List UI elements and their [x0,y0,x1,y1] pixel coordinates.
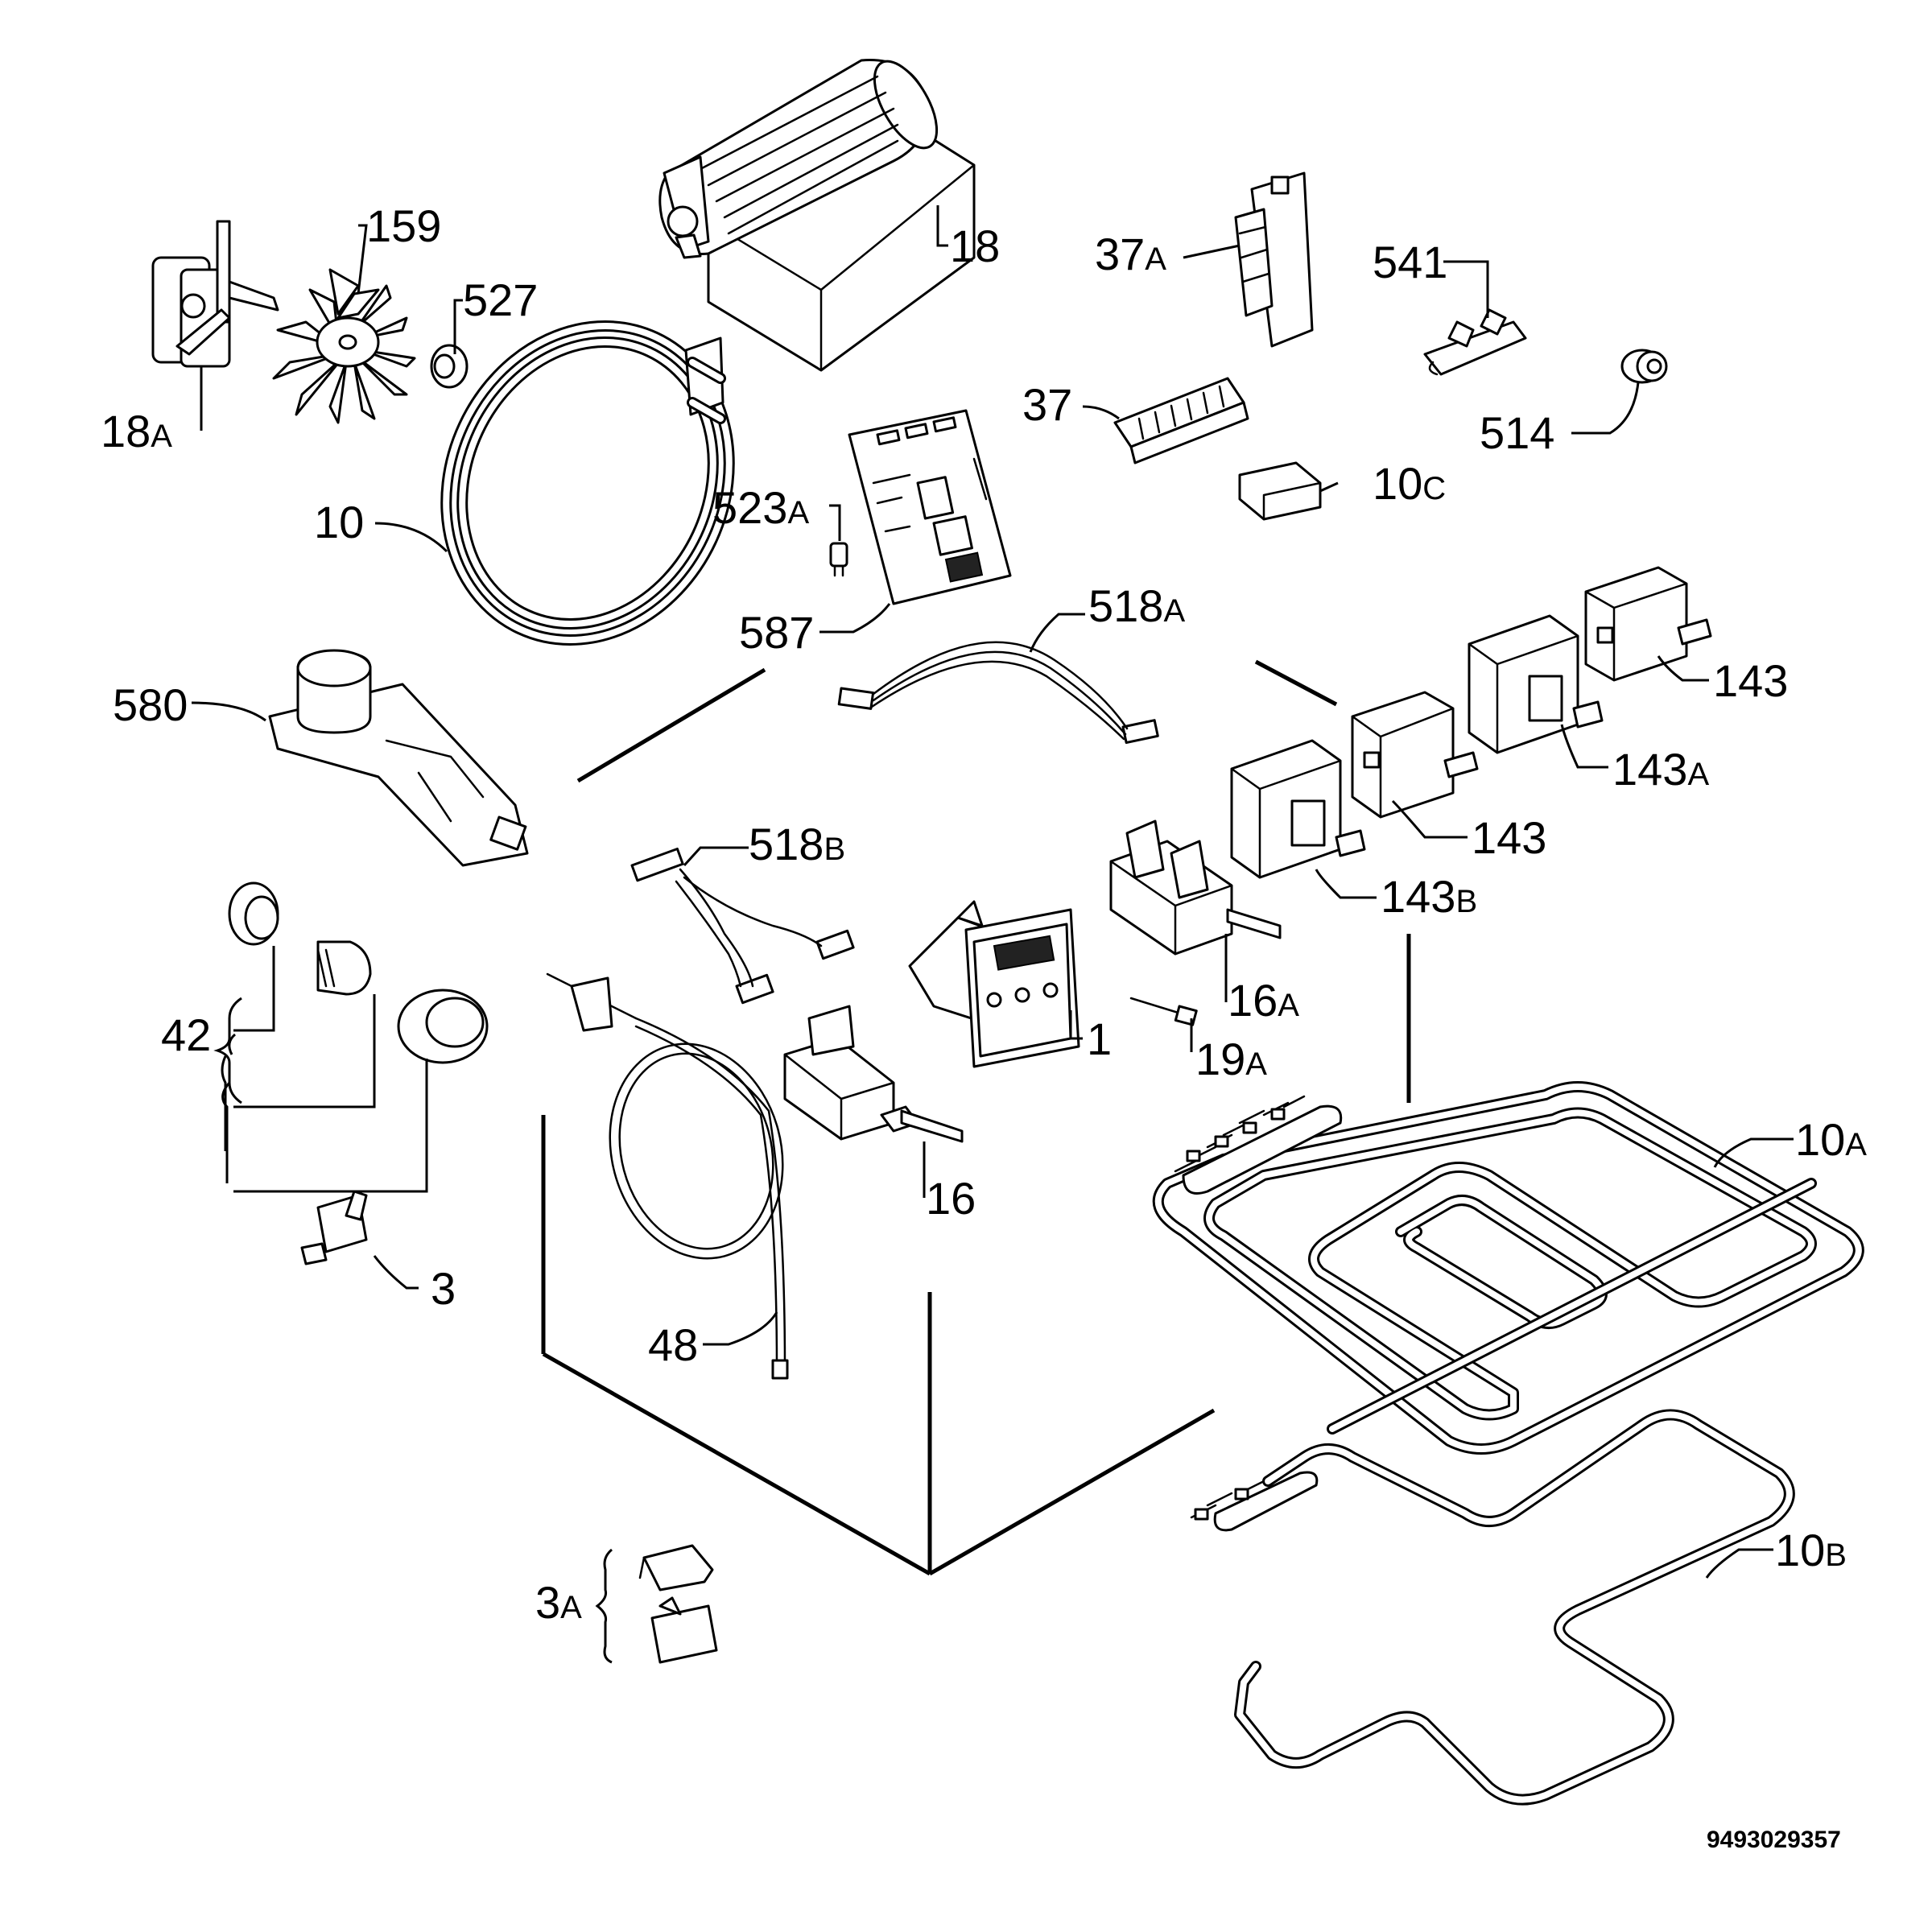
label-37a: 37A [1095,229,1166,279]
part-10-circular-heating-element [440,320,735,646]
label-3: 3 [431,1263,456,1314]
part-518a-wiring-harness [837,641,1159,745]
label-42-bracket [213,997,242,1104]
label-16: 16 [926,1173,976,1224]
label-18a: 18A [101,406,172,456]
part-48-thermostat-capillary [546,972,789,1380]
part-16-selector-switch [783,1005,964,1143]
leader-lines [191,205,1794,1579]
label-143a: 143A [1612,744,1709,795]
part-10c-bracket [1238,461,1322,521]
label-18: 18 [950,221,1000,271]
part-10b-bottom-element [1190,1409,1795,1806]
label-527: 527 [463,275,538,325]
part-19a-connector [1129,997,1198,1026]
label-48: 48 [648,1319,698,1370]
part-18-tangential-fan [658,59,976,372]
oven-frame-outline [541,659,1411,1576]
part-3a-safety-thermostat [595,1544,718,1664]
label-518a: 518A [1088,580,1185,631]
part-42-oven-lamp [221,881,489,1193]
part-159-fan-blade [272,268,416,424]
label-42: 42 [161,1009,211,1060]
label-580: 580 [113,679,188,730]
label-518b: 518B [749,819,845,869]
part-16a-function-switch [1109,819,1282,956]
label-10c: 10C [1373,458,1446,509]
part-1-electronic-timer [908,900,1080,1068]
part-37a-terminal-block [1234,171,1314,348]
part-143-energy-regulator-mid [1351,691,1479,819]
part-143b-energy-regulator [1230,739,1366,879]
part-labels: 159 527 18 37A 541 18A 37 514 10C 523A 1… [101,200,1867,1628]
part-527-nut [430,344,469,389]
label-1: 1 [1087,1013,1112,1064]
label-37: 37 [1022,379,1072,430]
label-10b: 10B [1775,1525,1847,1575]
label-523a: 523A [712,482,809,533]
label-3a: 3A [535,1577,582,1628]
label-19a: 19A [1195,1034,1267,1084]
label-10: 10 [314,497,364,547]
part-523a-connector [829,542,848,577]
label-143-top: 143 [1713,655,1788,706]
label-587: 587 [739,607,814,658]
label-143b: 143B [1381,871,1477,922]
label-10a: 10A [1795,1114,1867,1165]
part-10a-grill-element [1152,1081,1864,1455]
part-18a-fan-motor [151,220,279,368]
part-580-door-lock-motor [268,649,529,867]
label-16a: 16A [1228,975,1299,1026]
part-587-control-board [848,409,1012,605]
part-541-terminal-clip [1423,308,1527,376]
label-159: 159 [366,200,441,251]
label-541: 541 [1373,237,1447,287]
document-id: 9493029357 [1707,1827,1841,1853]
part-3-thermal-cutout [300,1190,368,1265]
part-518b-wiring-harness [630,847,855,1005]
part-37-terminal-strip [1113,377,1249,464]
part-143a-energy-regulator [1468,614,1604,754]
label-143-mid: 143 [1472,812,1546,863]
label-514: 514 [1480,407,1554,458]
part-514-grommet [1620,349,1668,384]
part-143-energy-regulator-top [1584,566,1712,682]
